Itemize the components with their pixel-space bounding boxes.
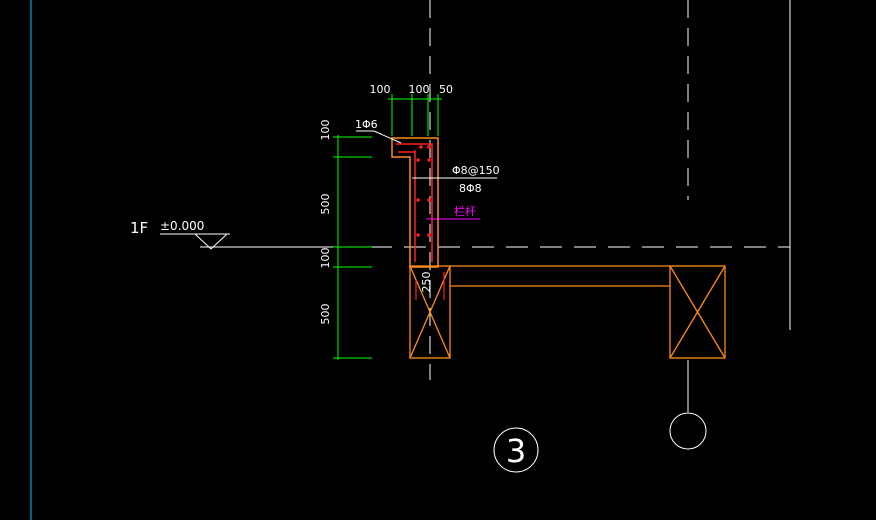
dimension-label: 100 xyxy=(409,83,430,96)
grid-bubble-3: 3 xyxy=(493,427,539,473)
dimension-label: 50 xyxy=(439,83,453,96)
rebar-leaders xyxy=(356,130,497,179)
dimension-label: 100 xyxy=(319,248,332,269)
section-width-label: 250 xyxy=(420,272,433,293)
rebar-dot xyxy=(427,158,431,162)
rebar-dot xyxy=(416,233,420,237)
rebar-dot xyxy=(427,198,431,202)
dimension-label: 100 xyxy=(319,120,332,141)
floor-level-symbol: 1F ±0.000 xyxy=(130,219,230,250)
vertical-dimension-labels: 100 500 100 500 xyxy=(319,120,332,325)
column-reinforcement xyxy=(415,272,445,300)
top-dimension-labels: 100 100 50 xyxy=(370,83,454,96)
vertical-dimension-chain xyxy=(333,135,372,360)
rebar-hook-label: 1Φ6 xyxy=(355,118,378,131)
left-column-section xyxy=(409,265,451,359)
rebar-outer xyxy=(396,143,433,262)
floor-label: 1F xyxy=(130,219,148,237)
ground-beam xyxy=(409,265,726,359)
grid-bubble-right xyxy=(669,412,707,450)
dimension-label: 100 xyxy=(370,83,391,96)
grid-lines xyxy=(200,0,791,412)
elevation-triangle xyxy=(194,233,228,250)
rebar-dot xyxy=(419,145,423,149)
rebar-dot xyxy=(416,198,420,202)
rebar-dot xyxy=(416,158,420,162)
stirrup-label: Φ8@150 xyxy=(452,164,500,177)
grid-bubble-circle xyxy=(493,427,539,473)
right-column-section xyxy=(669,265,726,359)
column-cross-line xyxy=(409,265,451,359)
grid-bubble-label: 3 xyxy=(506,432,526,470)
dimension-label: 500 xyxy=(319,304,332,325)
long-bars-label: 8Φ8 xyxy=(459,182,482,195)
railing-annotation: 栏杆 xyxy=(426,204,480,220)
rebar-dot xyxy=(427,145,431,149)
column-cross-line xyxy=(669,265,726,359)
top-dimension-chain xyxy=(388,94,442,136)
leader-line-hook xyxy=(356,130,402,144)
elevation-label: ±0.000 xyxy=(160,219,204,233)
parapet-reinforcement xyxy=(396,143,433,262)
rebar-dot xyxy=(427,233,431,237)
rebar-dots xyxy=(416,145,431,237)
railing-label: 栏杆 xyxy=(454,204,476,218)
dimension-label: 500 xyxy=(319,194,332,215)
